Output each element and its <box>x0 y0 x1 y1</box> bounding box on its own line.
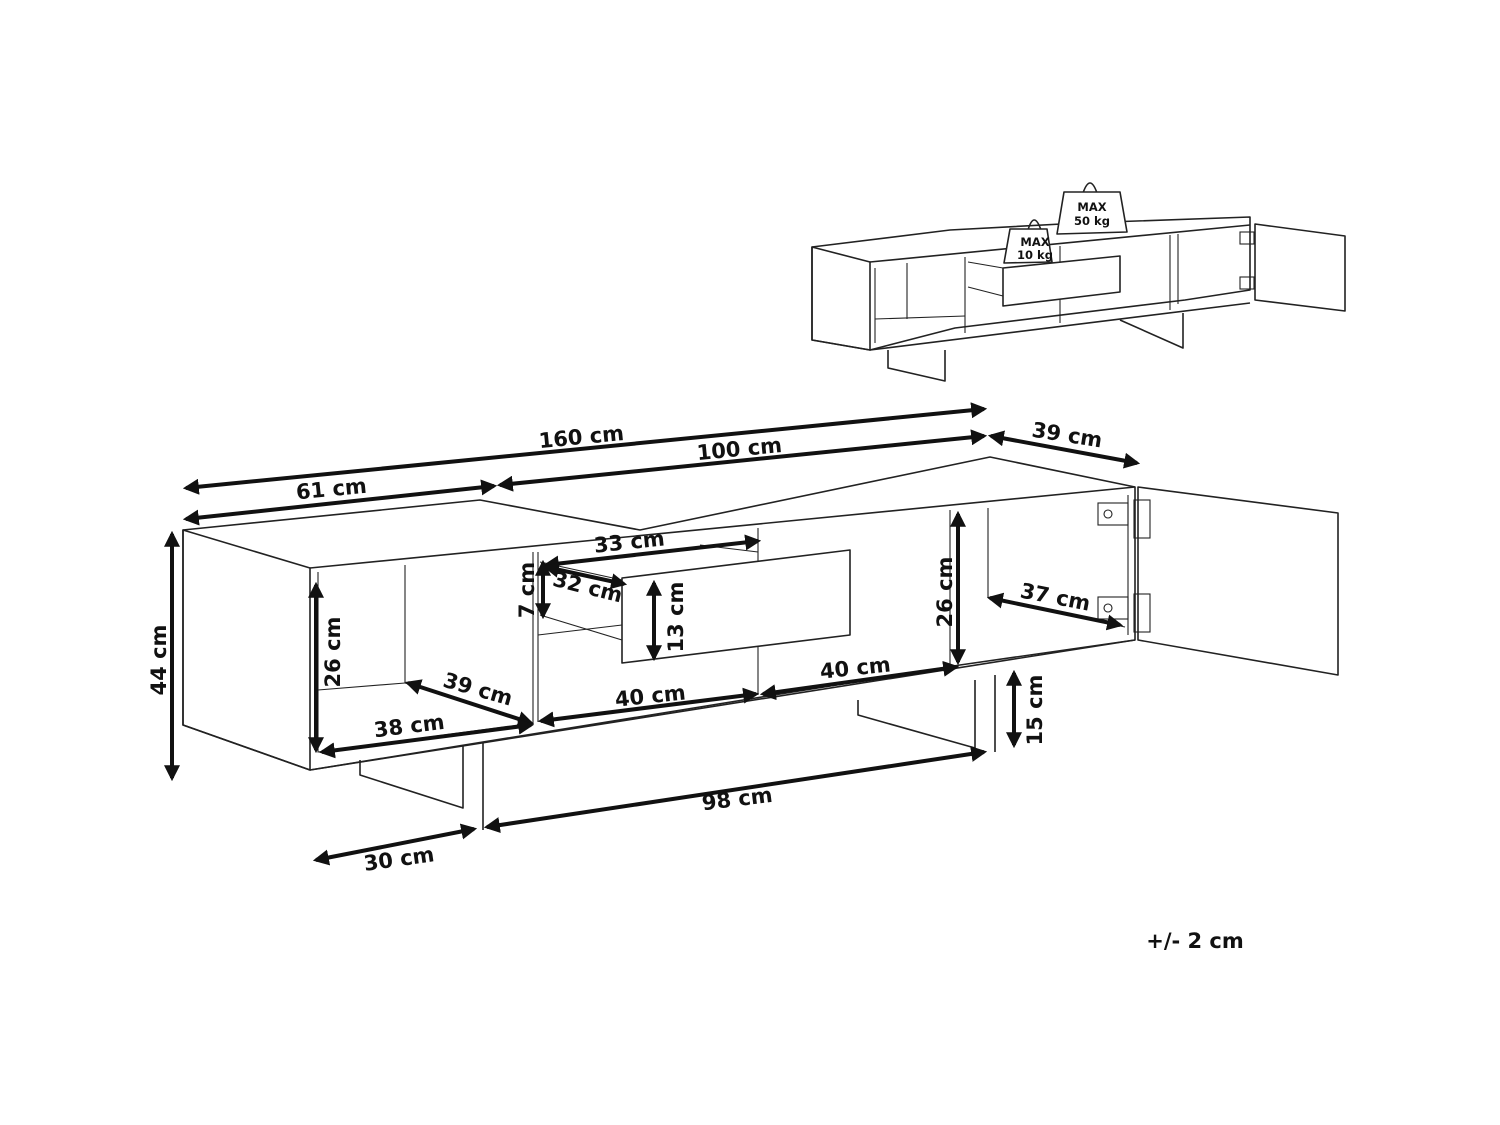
total-width-label: 160 cm <box>538 421 625 453</box>
dimension-arrows <box>164 402 1141 866</box>
weight-10kg-label: 10 kg <box>1017 248 1053 262</box>
preview-open-door <box>1254 223 1346 312</box>
preview-illustration: MAX 50 kg MAX 10 kg <box>811 182 1346 382</box>
drawer-front-height-label: 13 cm <box>664 582 688 653</box>
tolerance-label: +/- 2 cm <box>1146 929 1244 953</box>
hinge-icon <box>1239 231 1255 245</box>
leg-height-label: 15 cm <box>1023 675 1047 746</box>
weight-50kg-label: 50 kg <box>1074 214 1110 228</box>
left-leg <box>359 745 464 809</box>
hinge-icon <box>1239 276 1255 290</box>
drawer-front <box>621 549 851 664</box>
open-door <box>1137 486 1339 676</box>
hinge-icon <box>1097 499 1151 539</box>
right-leg <box>857 680 976 749</box>
weight-max-label: MAX <box>1020 235 1049 249</box>
preview-drawer-front <box>1002 255 1121 307</box>
cabinet-drawing <box>182 456 1339 830</box>
right-inner-height-label: 26 cm <box>933 557 957 628</box>
drawer-inner-height-label: 7 cm <box>515 562 539 618</box>
weight-10kg-icon: MAX 10 kg <box>1003 219 1053 264</box>
leg-span-label: 98 cm <box>701 783 774 815</box>
weight-50kg-icon: MAX 50 kg <box>1056 182 1128 235</box>
weight-max-label: MAX <box>1077 200 1106 214</box>
height-label: 44 cm <box>147 625 171 696</box>
left-inner-height-label: 26 cm <box>321 617 345 688</box>
